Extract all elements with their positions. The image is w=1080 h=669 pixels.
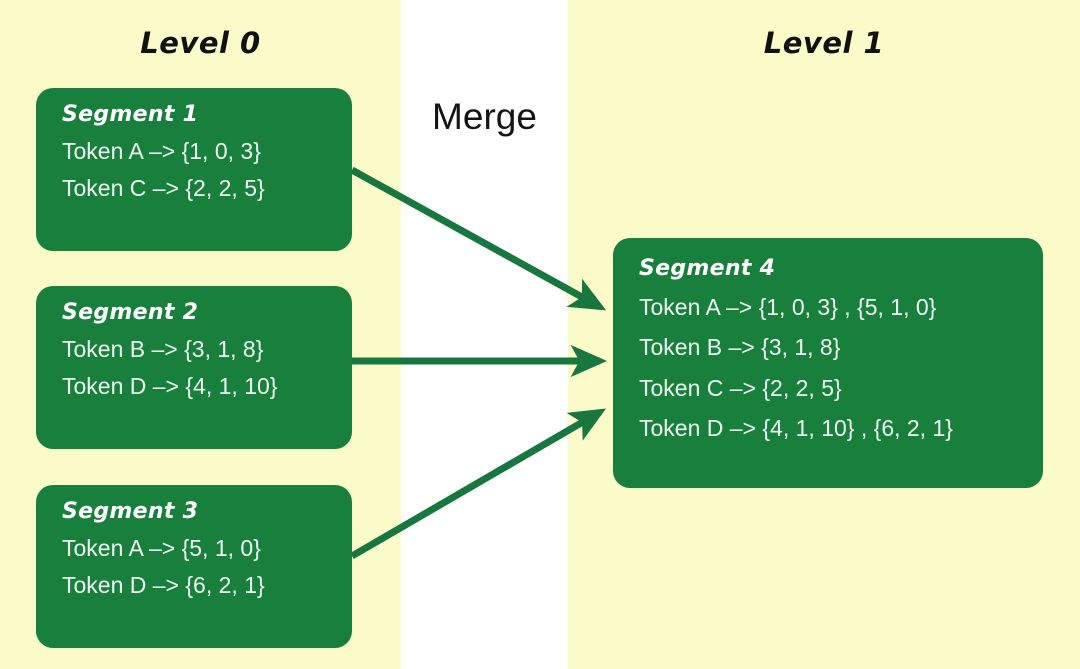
segment-card-1[interactable]: Segment 1 Token A –> {1, 0, 3} Token C –… [36, 88, 352, 251]
segment-2-line-1: Token B –> {3, 1, 8} [62, 336, 264, 362]
segment-card-3[interactable]: Segment 3 Token A –> {5, 1, 0} Token D –… [36, 485, 352, 648]
segment-card-4[interactable]: Segment 4 Token A –> {1, 0, 3} , {5, 1, … [613, 238, 1043, 488]
segment-3-line-2: Token D –> {6, 2, 1} [62, 572, 265, 599]
segment-card-2[interactable]: Segment 2 Token B –> {3, 1, 8} Token D –… [36, 286, 352, 449]
level0-title: Level 0 [140, 26, 261, 60]
segment-4-line-3: Token C –> {2, 2, 5} [639, 374, 842, 401]
segment-3-title: Segment 3 [62, 499, 199, 524]
segment-2-line-2: Token D –> {4, 1, 10} [62, 373, 278, 400]
segment-4-line-1: Token A –> {1, 0, 3} , {5, 1, 0} [639, 294, 937, 320]
segment-3-line-1: Token A –> {5, 1, 0} [62, 535, 261, 561]
segment-1-line-1: Token A –> {1, 0, 3} [62, 138, 261, 164]
segment-4-line-2: Token B –> {3, 1, 8} [639, 334, 841, 361]
segment-2-title: Segment 2 [62, 300, 199, 325]
segment-1-line-2: Token C –> {2, 2, 5} [62, 175, 265, 202]
segment-4-title: Segment 4 [639, 256, 776, 281]
segment-1-title: Segment 1 [62, 102, 199, 127]
segment-4-line-4: Token D –> {4, 1, 10} , {6, 2, 1} [639, 415, 953, 442]
level1-title: Level 1 [763, 26, 885, 60]
merge-label: Merge [432, 96, 537, 137]
